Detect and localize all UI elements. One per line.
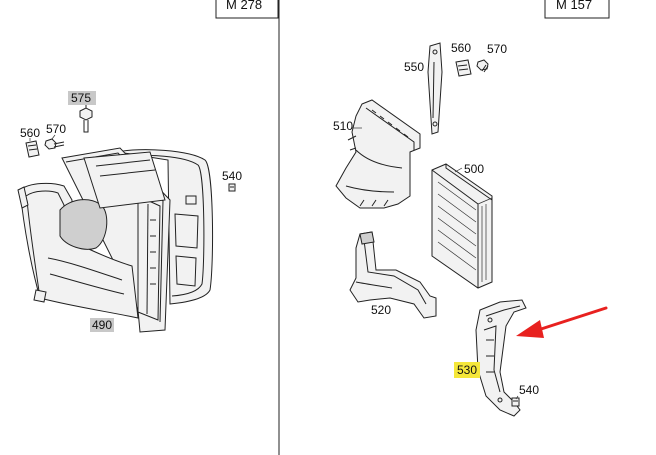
label-570-left: 570 [46, 122, 66, 136]
label-530-highlight [454, 362, 480, 378]
model-label-right: M 157 [556, 0, 592, 12]
label-520: 520 [371, 303, 391, 317]
clip-540-right [511, 397, 520, 407]
clip-nut-560-left [25, 140, 40, 158]
clip-540-left [228, 183, 236, 192]
label-560-right: 560 [451, 41, 471, 55]
screw-570-left [44, 138, 65, 150]
label-560-left: 560 [20, 126, 40, 140]
bolt-575 [79, 105, 93, 133]
model-label-left: M 278 [226, 0, 262, 12]
screw-570-right [476, 59, 489, 73]
model-box-left: M 278 [215, 0, 279, 19]
label-575: 575 [71, 91, 91, 105]
label-530: 530 [457, 363, 477, 377]
label-575-highlight [68, 91, 96, 105]
clip-nut-560-right [455, 59, 472, 77]
label-500: 500 [464, 162, 484, 176]
air-duct-510 [335, 99, 421, 209]
model-box-right: M 157 [544, 0, 610, 19]
label-540-right: 540 [519, 383, 539, 397]
radiator-core-500 [431, 163, 493, 289]
label-540-left: 540 [222, 169, 242, 183]
side-bracket-530 [475, 299, 527, 417]
label-490-highlight [90, 318, 114, 332]
label-550: 550 [404, 60, 424, 74]
label-510: 510 [333, 119, 353, 133]
bracket-550 [427, 42, 443, 135]
fan-shroud-assembly-490 [17, 147, 214, 333]
lower-duct-520 [349, 231, 437, 319]
red-arrow-indicator [516, 306, 608, 338]
label-570-right: 570 [487, 42, 507, 56]
label-490: 490 [92, 318, 112, 332]
